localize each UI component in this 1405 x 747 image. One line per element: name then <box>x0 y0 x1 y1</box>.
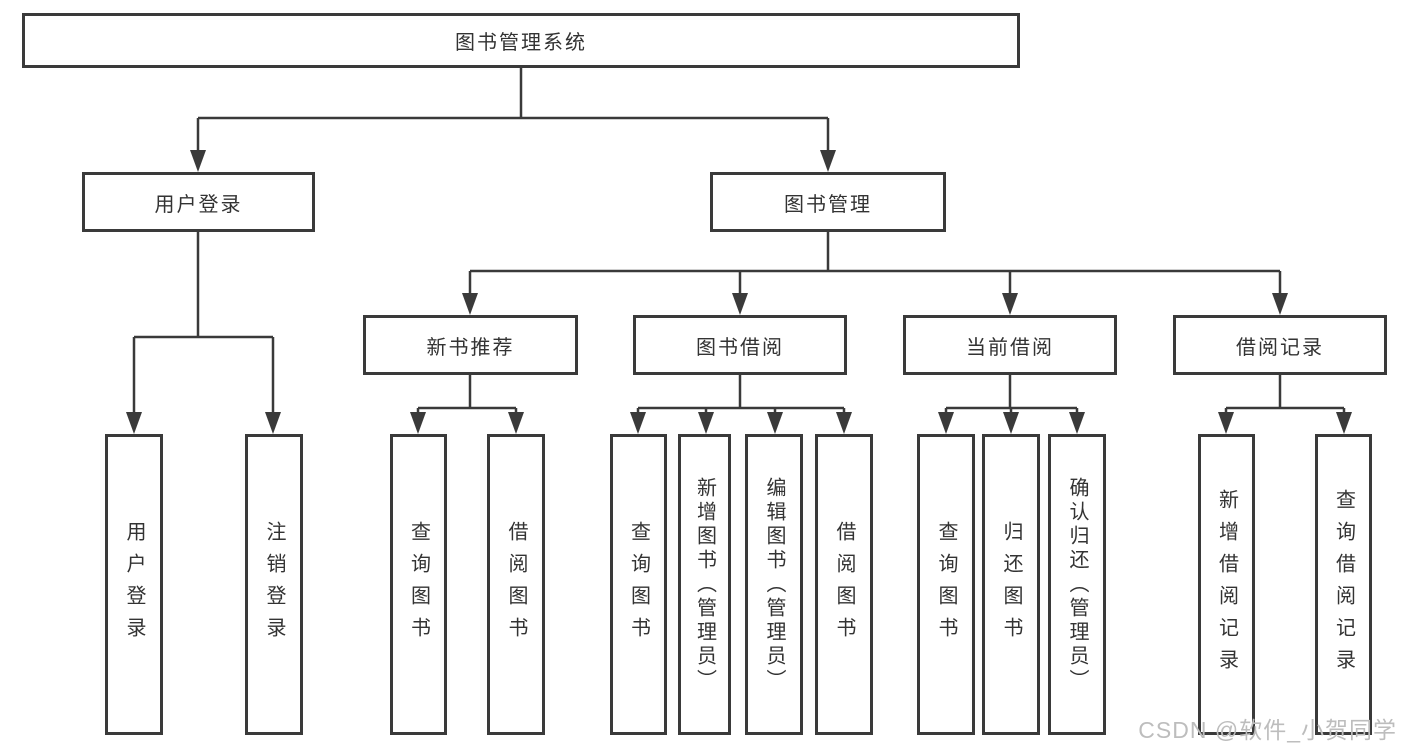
leaf-edit-book-admin: 编辑图书（管理员） <box>745 434 803 735</box>
leaf-return-book: 归还图书 <box>982 434 1040 735</box>
leaf-label: 借阅图书 <box>505 520 527 649</box>
leaf-label: 查询图书 <box>407 520 430 649</box>
csdn-watermark: CSDN @软件_小贺同学 <box>1138 717 1397 743</box>
leaf-label: 归还图书 <box>1000 520 1022 649</box>
leaf-logout: 注销登录 <box>245 434 303 735</box>
node-root-library-system: 图书管理系统 <box>22 13 1020 68</box>
node-book-management: 图书管理 <box>710 172 946 232</box>
leaf-query-book-1: 查询图书 <box>390 434 447 735</box>
leaf-borrow-book-1: 借阅图书 <box>487 434 545 735</box>
leaf-label: 注销登录 <box>263 520 285 649</box>
arrowheads <box>126 150 1352 434</box>
leaf-label: 查询图书 <box>935 520 957 649</box>
leaf-add-book-admin: 新增图书（管理员） <box>678 434 731 735</box>
node-user-login: 用户登录 <box>82 172 315 232</box>
node-new-book-recommend: 新书推荐 <box>363 315 578 375</box>
leaf-query-borrow-record: 查询借阅记录 <box>1315 434 1372 735</box>
leaf-label: 借阅图书 <box>833 520 855 649</box>
leaf-label: 查询借阅记录 <box>1332 488 1355 681</box>
node-current-borrowing: 当前借阅 <box>903 315 1117 375</box>
leaf-confirm-return-admin: 确认归还（管理员） <box>1048 434 1106 735</box>
leaf-label: 新增图书（管理员） <box>693 476 716 693</box>
node-borrow-records: 借阅记录 <box>1173 315 1387 375</box>
leaf-user-login: 用户登录 <box>105 434 163 735</box>
leaf-label: 新增借阅记录 <box>1215 488 1238 681</box>
leaf-label: 查询图书 <box>627 520 650 649</box>
leaf-label: 编辑图书（管理员） <box>763 476 785 693</box>
leaf-query-book-3: 查询图书 <box>917 434 975 735</box>
leaf-add-borrow-record: 新增借阅记录 <box>1198 434 1255 735</box>
leaf-label: 用户登录 <box>123 520 145 649</box>
leaf-borrow-book-2: 借阅图书 <box>815 434 873 735</box>
node-book-borrowing: 图书借阅 <box>633 315 847 375</box>
leaf-label: 确认归还（管理员） <box>1066 476 1088 693</box>
leaf-query-book-2: 查询图书 <box>610 434 667 735</box>
